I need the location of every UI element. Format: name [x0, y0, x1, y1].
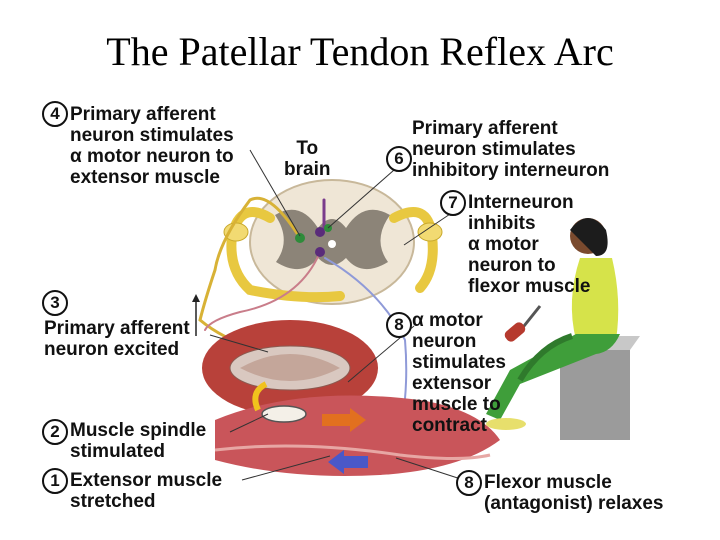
dorsal-root-ganglion-right — [417, 222, 443, 242]
step-6-number: 6 — [386, 146, 412, 172]
step-8-flexor-number: 8 — [456, 470, 482, 496]
step-8-motor-label: α motor neuron stimulates extensor muscl… — [412, 310, 506, 436]
step-4-number: 4 — [42, 101, 68, 127]
seated-person — [486, 218, 640, 440]
step-6-label: Primary afferent neuron stimulates inhib… — [412, 118, 610, 181]
step-3-number: 3 — [42, 290, 68, 316]
step-3-label: Primary afferent neuron excited — [44, 318, 190, 360]
step-7-label: Interneuron inhibits α motor neuron to f… — [468, 192, 591, 297]
step-2-number: 2 — [42, 419, 68, 445]
step-8-motor-number: 8 — [386, 312, 412, 338]
relax-arrow-blue — [328, 450, 368, 474]
step-8-flexor-label: Flexor muscle (antagonist) relaxes — [484, 472, 664, 514]
reflex-hammer — [504, 305, 542, 342]
to-brain-arrow — [192, 294, 200, 336]
stretch-arrow — [252, 381, 268, 412]
diagram-title: The Patellar Tendon Reflex Arc — [106, 29, 614, 74]
to-brain-label: To brain — [284, 138, 331, 180]
extensor-muscle-section — [202, 320, 378, 416]
step-7-number: 7 — [440, 190, 466, 216]
step-2-label: Muscle spindle stimulated — [70, 420, 207, 462]
contract-arrow-orange — [322, 408, 366, 432]
step-1-label: Extensor muscle stretched — [70, 470, 223, 512]
muscle-spindle — [261, 405, 307, 423]
step-1-number: 1 — [42, 468, 68, 494]
step-4-label: Primary afferent neuron stimulates α mot… — [70, 104, 234, 188]
spinal-cord-cross-section — [249, 179, 415, 305]
